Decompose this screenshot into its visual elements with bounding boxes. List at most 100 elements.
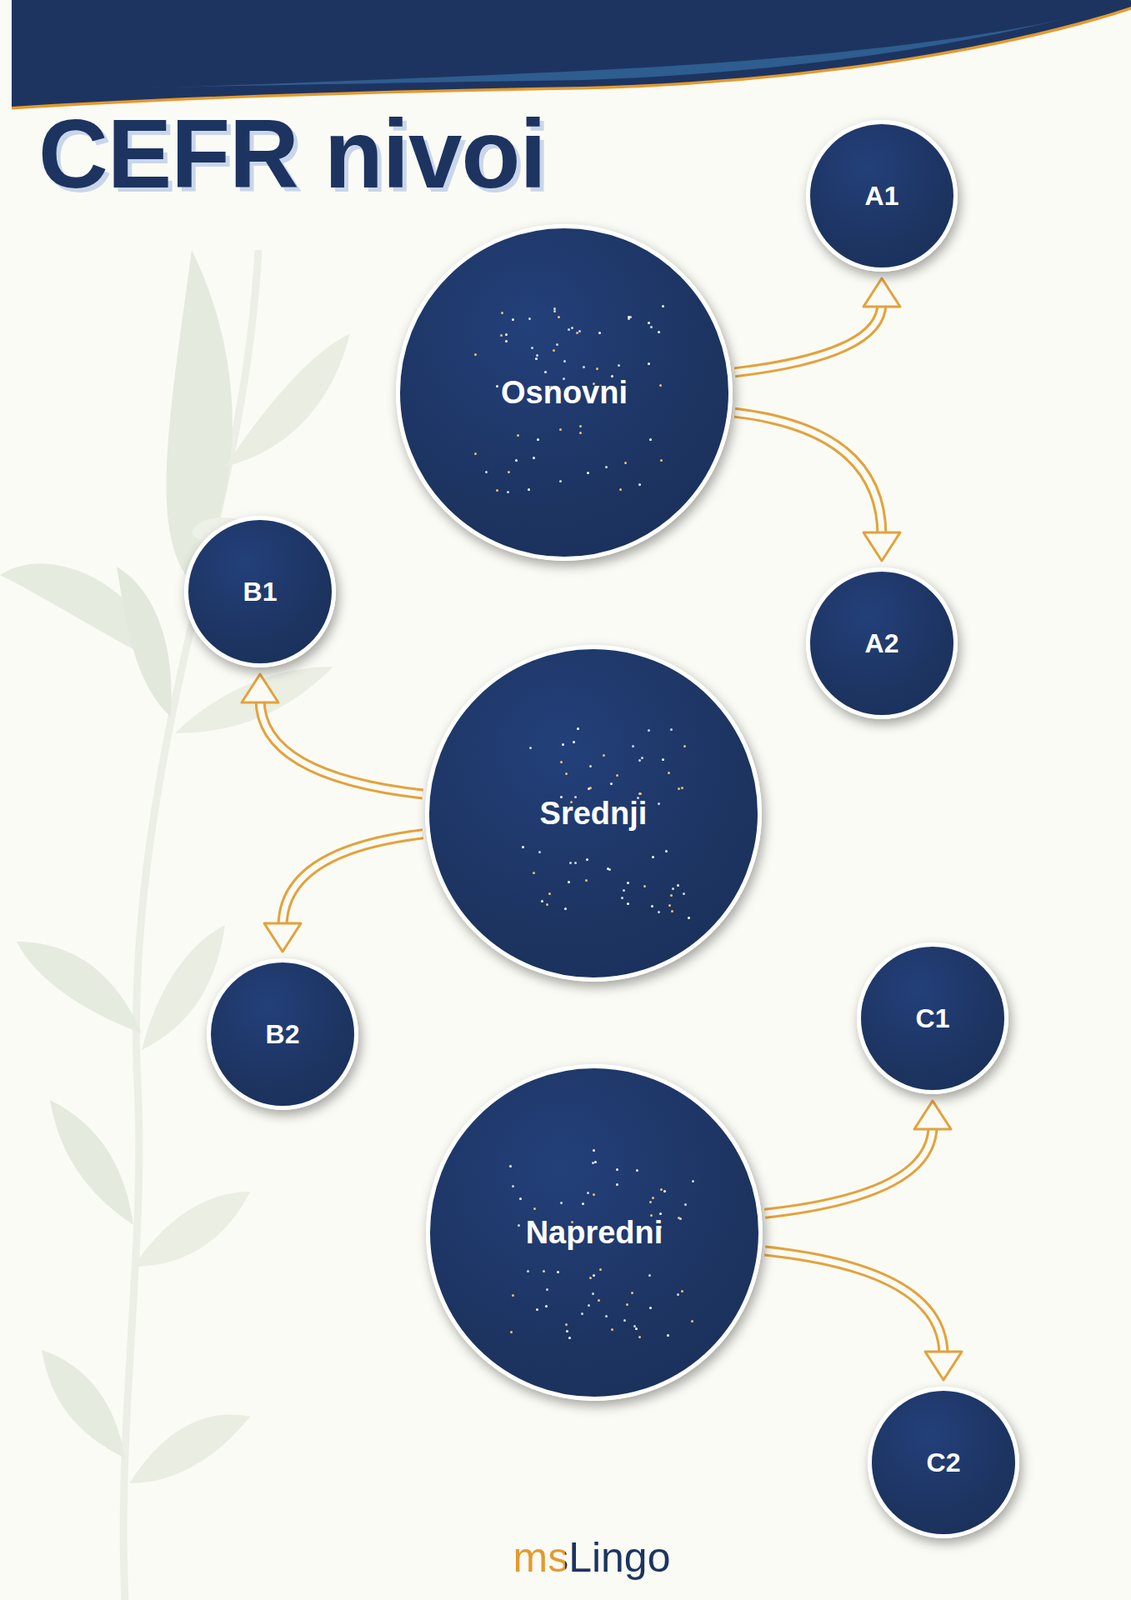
level-label: Osnovni [500, 375, 628, 411]
arrow-head [863, 532, 901, 561]
sparkle-dot [659, 1212, 662, 1216]
sparkle-dot [657, 802, 661, 806]
leaf-illustration [0, 250, 351, 1600]
sparkle-dot [567, 328, 571, 331]
sparkle-dot [626, 902, 630, 906]
sparkle-dot [594, 1161, 597, 1164]
sparkle-dot [581, 1202, 585, 1206]
sparkle-dot [599, 1268, 602, 1272]
brand-logo: msLingo [513, 1533, 671, 1582]
level-label: Napredni [525, 1215, 664, 1252]
sparkle-dot [610, 1328, 614, 1332]
sparkle-dot [507, 470, 511, 474]
sparkle-dot [602, 754, 606, 757]
sparkle-dot [545, 1305, 548, 1308]
arrow-head [241, 674, 279, 703]
sparkle-dot [565, 772, 568, 776]
sparkle-dot [535, 1308, 539, 1312]
sparkle-dot [570, 326, 574, 330]
sparkle-dot [526, 1270, 530, 1273]
sparkle-dot [474, 353, 477, 356]
sparkle-dot [563, 360, 566, 363]
sparkle-dot [532, 871, 536, 875]
sparkle-dot [635, 1327, 638, 1331]
level-label: B1 [243, 576, 278, 608]
sparkle-dot [657, 330, 661, 334]
sparkle-dot [666, 1334, 670, 1337]
sparkle-dot [625, 1303, 629, 1307]
sparkle-dot [582, 365, 586, 369]
sparkle-dot [626, 881, 630, 885]
sparkle-dot [521, 845, 525, 849]
sparkle-dot [511, 318, 515, 321]
sparkle-dot [620, 896, 624, 900]
sparkle-dot [576, 727, 580, 731]
sublevel-circle: B2 [206, 958, 359, 1111]
sparkle-dot [529, 746, 532, 750]
sublevel-circle: A1 [805, 120, 958, 272]
sparkle-dot [545, 1288, 549, 1292]
sparkle-dot [682, 892, 686, 896]
sparkle-dot [643, 885, 646, 888]
sparkle-dot [592, 1193, 596, 1197]
sparkle-dot [500, 334, 503, 337]
sparkle-dot [640, 756, 644, 760]
sparkle-dot [660, 459, 663, 462]
sparkle-dot [691, 1180, 695, 1183]
sparkle-dot [592, 1274, 596, 1277]
sparkle-dot [667, 771, 671, 775]
sparkle-dot [610, 782, 613, 786]
sublevel-circle: B1 [184, 515, 336, 668]
sparkle-dot [651, 1196, 655, 1200]
sparkle-dot [530, 346, 534, 350]
sparkle-dot [565, 1330, 569, 1333]
sparkle-dot [680, 786, 684, 790]
sparkle-dot [587, 1304, 591, 1307]
sparkle-dot [578, 330, 581, 333]
sparkle-dot [638, 1336, 641, 1339]
arrow-head [264, 923, 301, 952]
sparkle-dot [561, 743, 565, 746]
sublevel-circle: A2 [805, 567, 958, 720]
hollow-curved-arrow [241, 674, 423, 795]
arrow-head [925, 1351, 962, 1381]
sparkle-dot [569, 861, 572, 865]
sparkle-dot [624, 461, 627, 465]
sparkle-dot [649, 1201, 652, 1204]
level-label: C2 [926, 1447, 961, 1479]
sparkle-dot [553, 310, 556, 313]
sparkle-dot [545, 903, 549, 906]
sparkle-dot [649, 438, 652, 441]
sparkle-dot [630, 1291, 634, 1295]
level-label: B2 [265, 1019, 301, 1051]
sparkle-dot [585, 858, 589, 861]
sparkle-dot [661, 758, 665, 761]
level-label: A1 [865, 180, 900, 212]
sparkle-dot [517, 1224, 521, 1227]
hollow-curved-arrow [735, 278, 901, 373]
sparkle-dot [540, 900, 544, 903]
sparkle-dot [565, 1323, 568, 1327]
sublevel-circle: C1 [856, 942, 1009, 1095]
sparkle-dot [670, 728, 673, 731]
sparkle-dot [684, 1203, 687, 1207]
sparkle-dot [535, 357, 538, 361]
sparkle-dot [680, 1290, 684, 1293]
sparkle-dot [639, 792, 642, 796]
level-circle: Srednji [425, 645, 762, 982]
sparkle-dot [615, 1168, 619, 1172]
sparkle-dot [560, 760, 563, 764]
hollow-curved-arrow [735, 412, 901, 561]
sparkle-dot [580, 1312, 584, 1316]
sparkle-dot [598, 331, 601, 335]
sparkle-dot [690, 1320, 694, 1323]
sparkle-dot [511, 1185, 515, 1188]
sparkle-dot [670, 894, 673, 897]
sparkle-dot [650, 905, 654, 908]
sparkle-dot [557, 315, 561, 319]
level-label: A2 [865, 628, 900, 660]
sublevel-circle: C2 [867, 1386, 1020, 1539]
level-circle: Osnovni [395, 224, 733, 561]
sparkle-dot [661, 305, 665, 308]
sparkle-dot [635, 1169, 639, 1172]
